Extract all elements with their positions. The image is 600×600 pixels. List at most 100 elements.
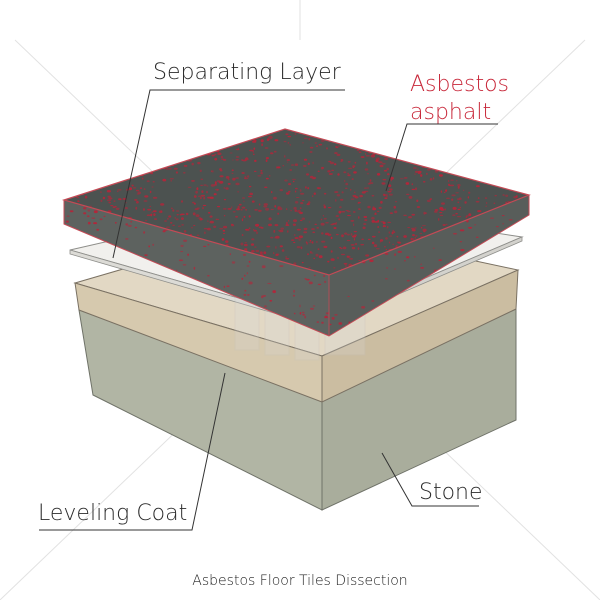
speckle (186, 141, 190, 144)
speckle (509, 231, 513, 235)
speckle (526, 279, 529, 282)
speckle (285, 133, 289, 136)
speckle (69, 210, 74, 213)
speckle (177, 225, 181, 227)
speckle (356, 142, 360, 146)
speckle (69, 330, 71, 333)
speckle (293, 234, 296, 236)
speckle (290, 164, 295, 166)
leveling-coat-label: Leveling Coat (38, 501, 188, 526)
speckle (108, 133, 110, 136)
speckle (299, 219, 303, 222)
speckle (298, 238, 301, 241)
speckle (334, 163, 337, 166)
speckle (475, 134, 479, 137)
speckle (464, 159, 467, 163)
speckle (195, 151, 197, 154)
speckle (464, 201, 467, 204)
speckle (92, 239, 95, 241)
speckle (108, 164, 111, 168)
speckle (306, 242, 308, 245)
speckle (148, 245, 151, 248)
speckle (141, 177, 144, 180)
speckle (397, 242, 402, 244)
speckle (373, 132, 377, 135)
speckle (195, 190, 198, 194)
speckle (176, 214, 179, 216)
speckle (419, 153, 421, 156)
speckle (332, 223, 335, 225)
speckle (404, 138, 409, 140)
speckle (146, 160, 149, 162)
speckle (204, 149, 209, 151)
speckle (508, 158, 512, 162)
speckle (77, 152, 82, 156)
speckle (288, 183, 292, 186)
speckle (340, 160, 343, 162)
speckle (347, 161, 351, 163)
speckle (407, 227, 411, 229)
speckle (303, 227, 308, 231)
speckle (225, 187, 229, 190)
speckle (513, 245, 517, 249)
speckle (64, 264, 66, 267)
speckle (315, 145, 319, 147)
speckle (420, 139, 424, 141)
speckle (450, 179, 454, 181)
speckle (114, 170, 117, 174)
speckle (397, 250, 402, 253)
speckle (175, 153, 179, 157)
speckle (268, 223, 272, 227)
speckle (90, 141, 93, 144)
speckle (382, 193, 386, 196)
speckle (106, 199, 112, 202)
speckle (329, 161, 334, 165)
speckle (207, 275, 210, 277)
speckle (183, 230, 187, 233)
speckle (253, 170, 257, 172)
speckle (395, 133, 398, 135)
speckle (126, 134, 131, 136)
speckle (76, 326, 80, 330)
speckle (382, 225, 386, 228)
speckle (370, 154, 376, 158)
speckle (193, 202, 196, 205)
speckle (222, 229, 226, 232)
speckle (287, 141, 290, 144)
speckle (94, 158, 98, 161)
speckle (440, 208, 445, 211)
speckle (243, 294, 247, 296)
speckle (459, 206, 461, 209)
speckle (424, 145, 429, 148)
speckle (127, 224, 132, 227)
speckle (273, 252, 275, 255)
speckle (338, 210, 342, 214)
speckle (384, 246, 386, 248)
speckle (197, 161, 201, 165)
speckle (210, 184, 216, 187)
speckle (464, 142, 468, 145)
speckle (211, 146, 214, 149)
speckle (93, 210, 98, 214)
speckle (489, 157, 493, 159)
speckle (407, 131, 410, 134)
speckle (225, 240, 229, 243)
speckle (231, 261, 236, 264)
speckle (298, 129, 302, 130)
speckle (352, 166, 355, 169)
speckle (301, 261, 304, 264)
diagram-caption: Asbestos Floor Tiles Dissection (192, 573, 408, 589)
speckle (344, 180, 346, 182)
speckle (324, 316, 328, 319)
speckle (251, 200, 255, 203)
speckle (336, 153, 341, 157)
speckle (342, 246, 347, 250)
speckle (203, 228, 208, 230)
speckle (512, 227, 516, 230)
speckle (169, 178, 174, 180)
speckle (417, 168, 419, 170)
speckle (413, 167, 417, 169)
speckle (287, 230, 289, 233)
speckle (326, 147, 328, 150)
speckle (350, 188, 352, 191)
